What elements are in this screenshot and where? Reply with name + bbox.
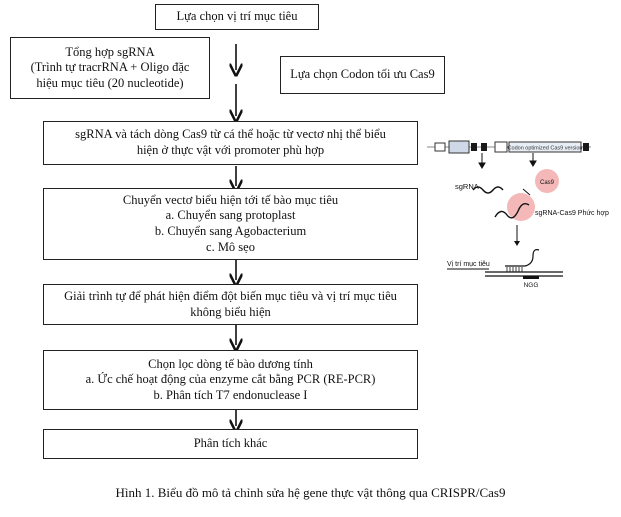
cas9-protein: [535, 169, 559, 193]
complex-label: sgRNA-Cas9 Phức hợp: [535, 210, 609, 217]
box-cloning: sgRNA và tách dòng Cas9 từ cá thể hoặc t…: [43, 121, 418, 165]
box-transfer: Chuyển vectơ biểu hiện tới tế bào mục ti…: [43, 188, 418, 260]
box-codon-selection: Lựa chọn Codon tối ưu Cas9: [280, 56, 445, 94]
pam-site: [523, 276, 539, 279]
box-sequencing: Giải trình tự để phát hiện điểm đột biến…: [43, 284, 418, 325]
vector-label: Codon optimized Cas9 version: [508, 146, 583, 152]
sgrna-strand: [472, 186, 504, 194]
cas9-label: Cas9: [540, 180, 555, 186]
complex-sgrna: [494, 202, 530, 219]
target-bound-sgrna: [505, 249, 540, 267]
pam-label: NGG: [524, 282, 539, 289]
crispr-illustration: Codon optimized Cas9 version sgRNA Cas9 …: [427, 140, 609, 289]
box-sgrna-synthesis: Tổng hợp sgRNA (Trình tự tracrRNA + Olig…: [10, 37, 210, 99]
sgrna-label: sgRNA: [455, 182, 479, 191]
box-target-selection: Lựa chọn vị trí mục tiêu: [155, 4, 319, 30]
vector-construct: Codon optimized Cas9 version: [427, 140, 591, 154]
box-other-analysis: Phân tích khác: [43, 429, 418, 459]
box-selection: Chọn lọc dòng tế bào dương tính a. Ức ch…: [43, 350, 418, 410]
figure-caption: Hình 1. Biểu đồ mô tả chỉnh sửa hệ gene …: [115, 485, 506, 500]
target-label: Vị trí mục tiêu: [447, 261, 490, 268]
